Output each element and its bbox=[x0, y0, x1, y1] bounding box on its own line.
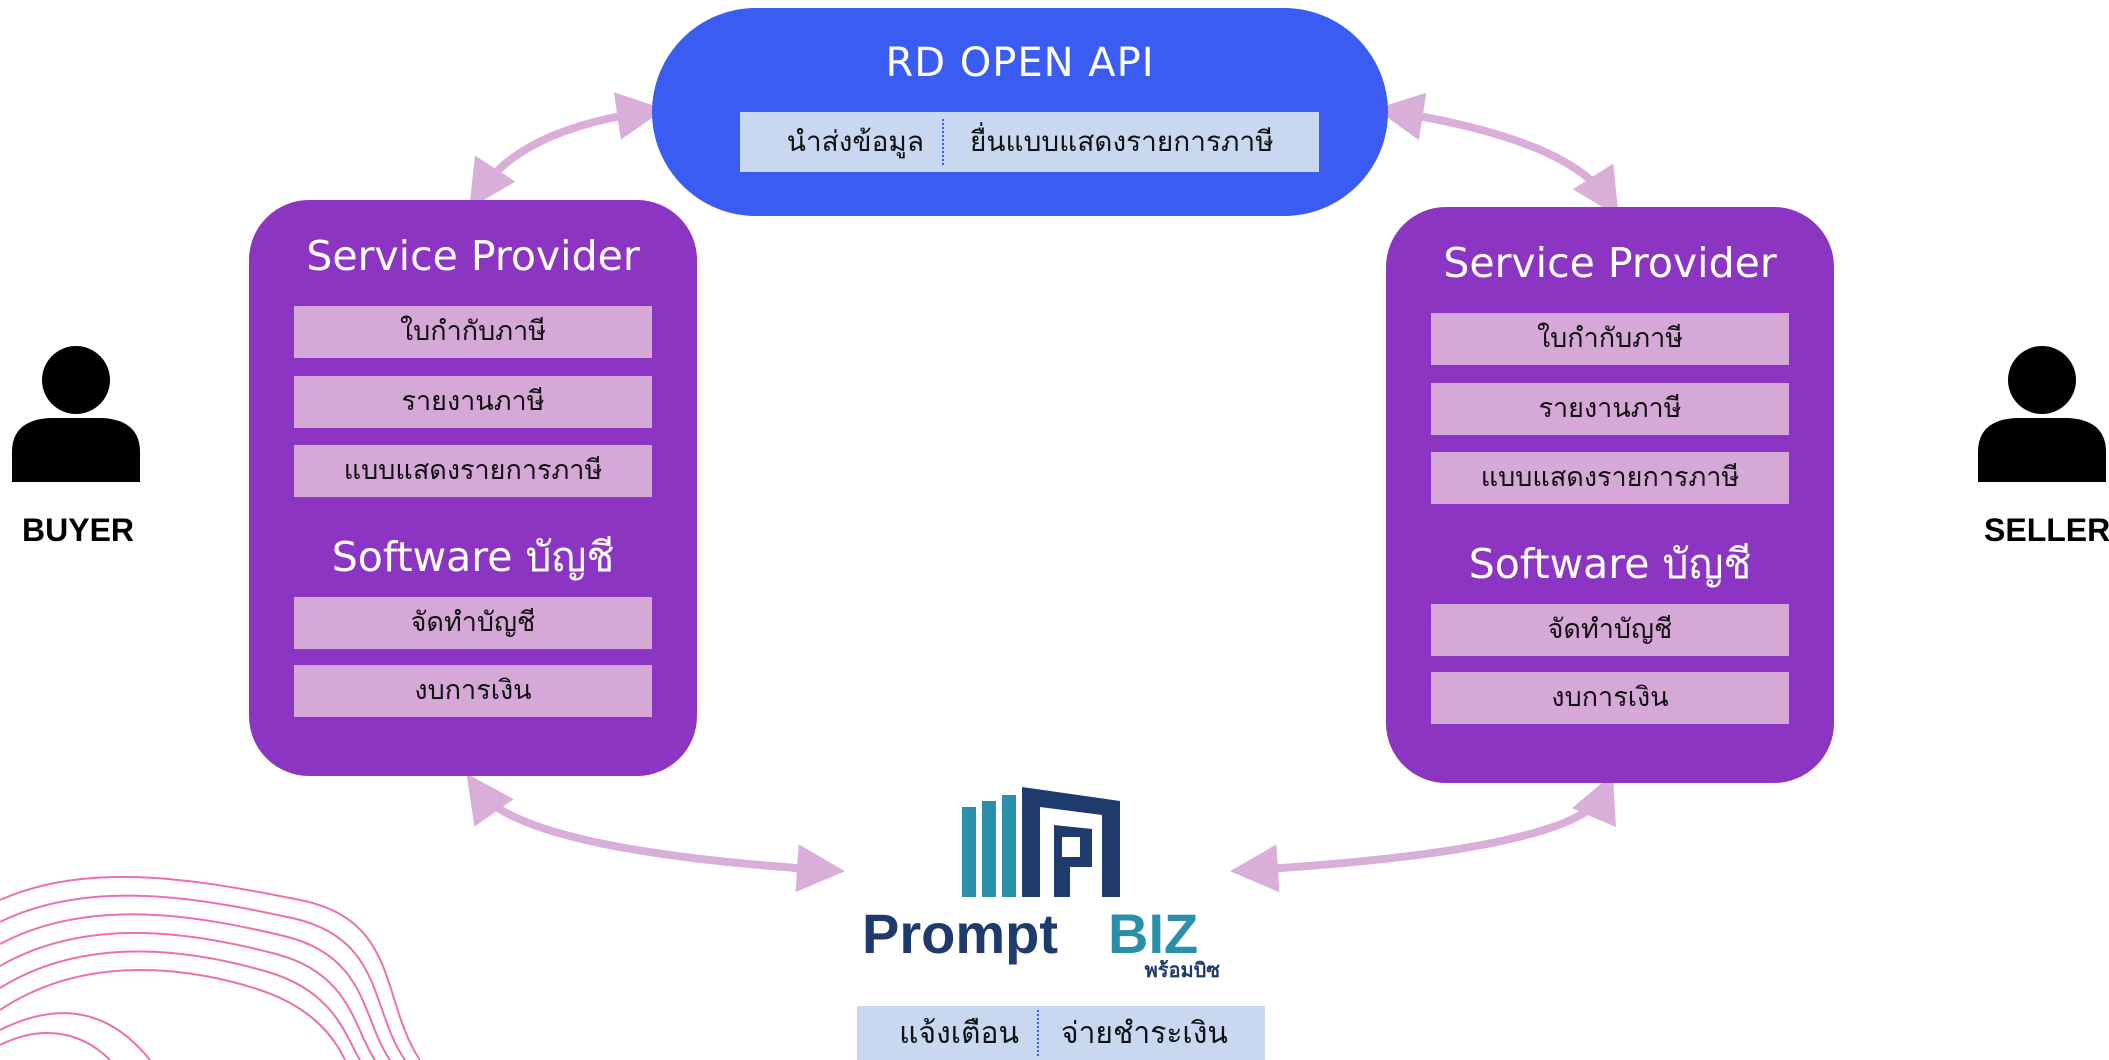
promptbiz-item-payment: จ่ายชำระเงิน bbox=[1061, 1015, 1228, 1051]
software-item-financial-statements: งบการเงิน bbox=[1431, 672, 1789, 724]
rd-open-api-strip: นำส่งข้อมูล ยื่นแบบแสดงรายการภาษี bbox=[740, 112, 1319, 172]
promptbiz-item-notification: แจ้งเตือน bbox=[899, 1015, 1019, 1051]
arrow-api-right-provider bbox=[1375, 92, 1619, 217]
buyer-person-icon bbox=[12, 346, 140, 482]
service-item-tax-return-form: แบบแสดงรายการภาษี bbox=[1431, 452, 1789, 504]
software-item-bookkeeping: จัดทำบัญชี bbox=[294, 597, 652, 649]
strip-divider bbox=[1037, 1010, 1039, 1056]
arrow-left-provider-promptbiz bbox=[466, 773, 845, 893]
strip-divider bbox=[942, 119, 944, 165]
software-title: Software บัญชี bbox=[1468, 540, 1752, 588]
seller-person-icon bbox=[1978, 346, 2106, 482]
service-item-tax-invoice: ใบกำกับภาษี bbox=[294, 306, 652, 358]
promptbiz-logo-word-biz: BIZ bbox=[1108, 902, 1198, 965]
arrow-right-provider-promptbiz bbox=[1230, 773, 1616, 893]
service-item-tax-report: รายงานภาษี bbox=[294, 376, 652, 428]
decorative-waves bbox=[0, 875, 420, 1060]
service-provider-panel-right: Service Provider ใบกำกับภาษี รายงานภาษี … bbox=[1386, 207, 1834, 783]
rd-api-item-submit-data: นำส่งข้อมูล bbox=[786, 125, 924, 158]
rd-open-api-panel: RD OPEN API นำส่งข้อมูล ยื่นแบบแสดงรายกา… bbox=[652, 8, 1388, 216]
software-item-financial-statements: งบการเงิน bbox=[294, 665, 652, 717]
software-title: Software บัญชี bbox=[331, 533, 615, 581]
rd-open-api-title: RD OPEN API bbox=[885, 40, 1155, 86]
service-provider-title: Service Provider bbox=[1443, 239, 1777, 287]
arrow-api-left-provider bbox=[469, 92, 665, 209]
rd-api-item-file-tax-return: ยื่นแบบแสดงรายการภาษี bbox=[970, 125, 1274, 158]
service-provider-title: Service Provider bbox=[306, 232, 640, 280]
promptbiz-strip: แจ้งเตือน จ่ายชำระเงิน bbox=[857, 1006, 1265, 1060]
promptbiz-logo-thai: พร้อมบิซ bbox=[1145, 958, 1221, 982]
buyer-label: BUYER bbox=[22, 512, 135, 548]
promptbiz-logo-mark bbox=[962, 787, 1120, 897]
seller-label: SELLER bbox=[1984, 512, 2109, 548]
software-item-bookkeeping: จัดทำบัญชี bbox=[1431, 604, 1789, 656]
promptbiz-logo: Prompt BIZ พร้อมบิซ bbox=[862, 787, 1221, 982]
promptbiz-logo-word-prompt: Prompt bbox=[862, 902, 1058, 965]
service-item-tax-return-form: แบบแสดงรายการภาษี bbox=[294, 445, 652, 497]
service-item-tax-report: รายงานภาษี bbox=[1431, 383, 1789, 435]
service-item-tax-invoice: ใบกำกับภาษี bbox=[1431, 313, 1789, 365]
service-provider-panel-left: Service Provider ใบกำกับภาษี รายงานภาษี … bbox=[249, 200, 697, 776]
